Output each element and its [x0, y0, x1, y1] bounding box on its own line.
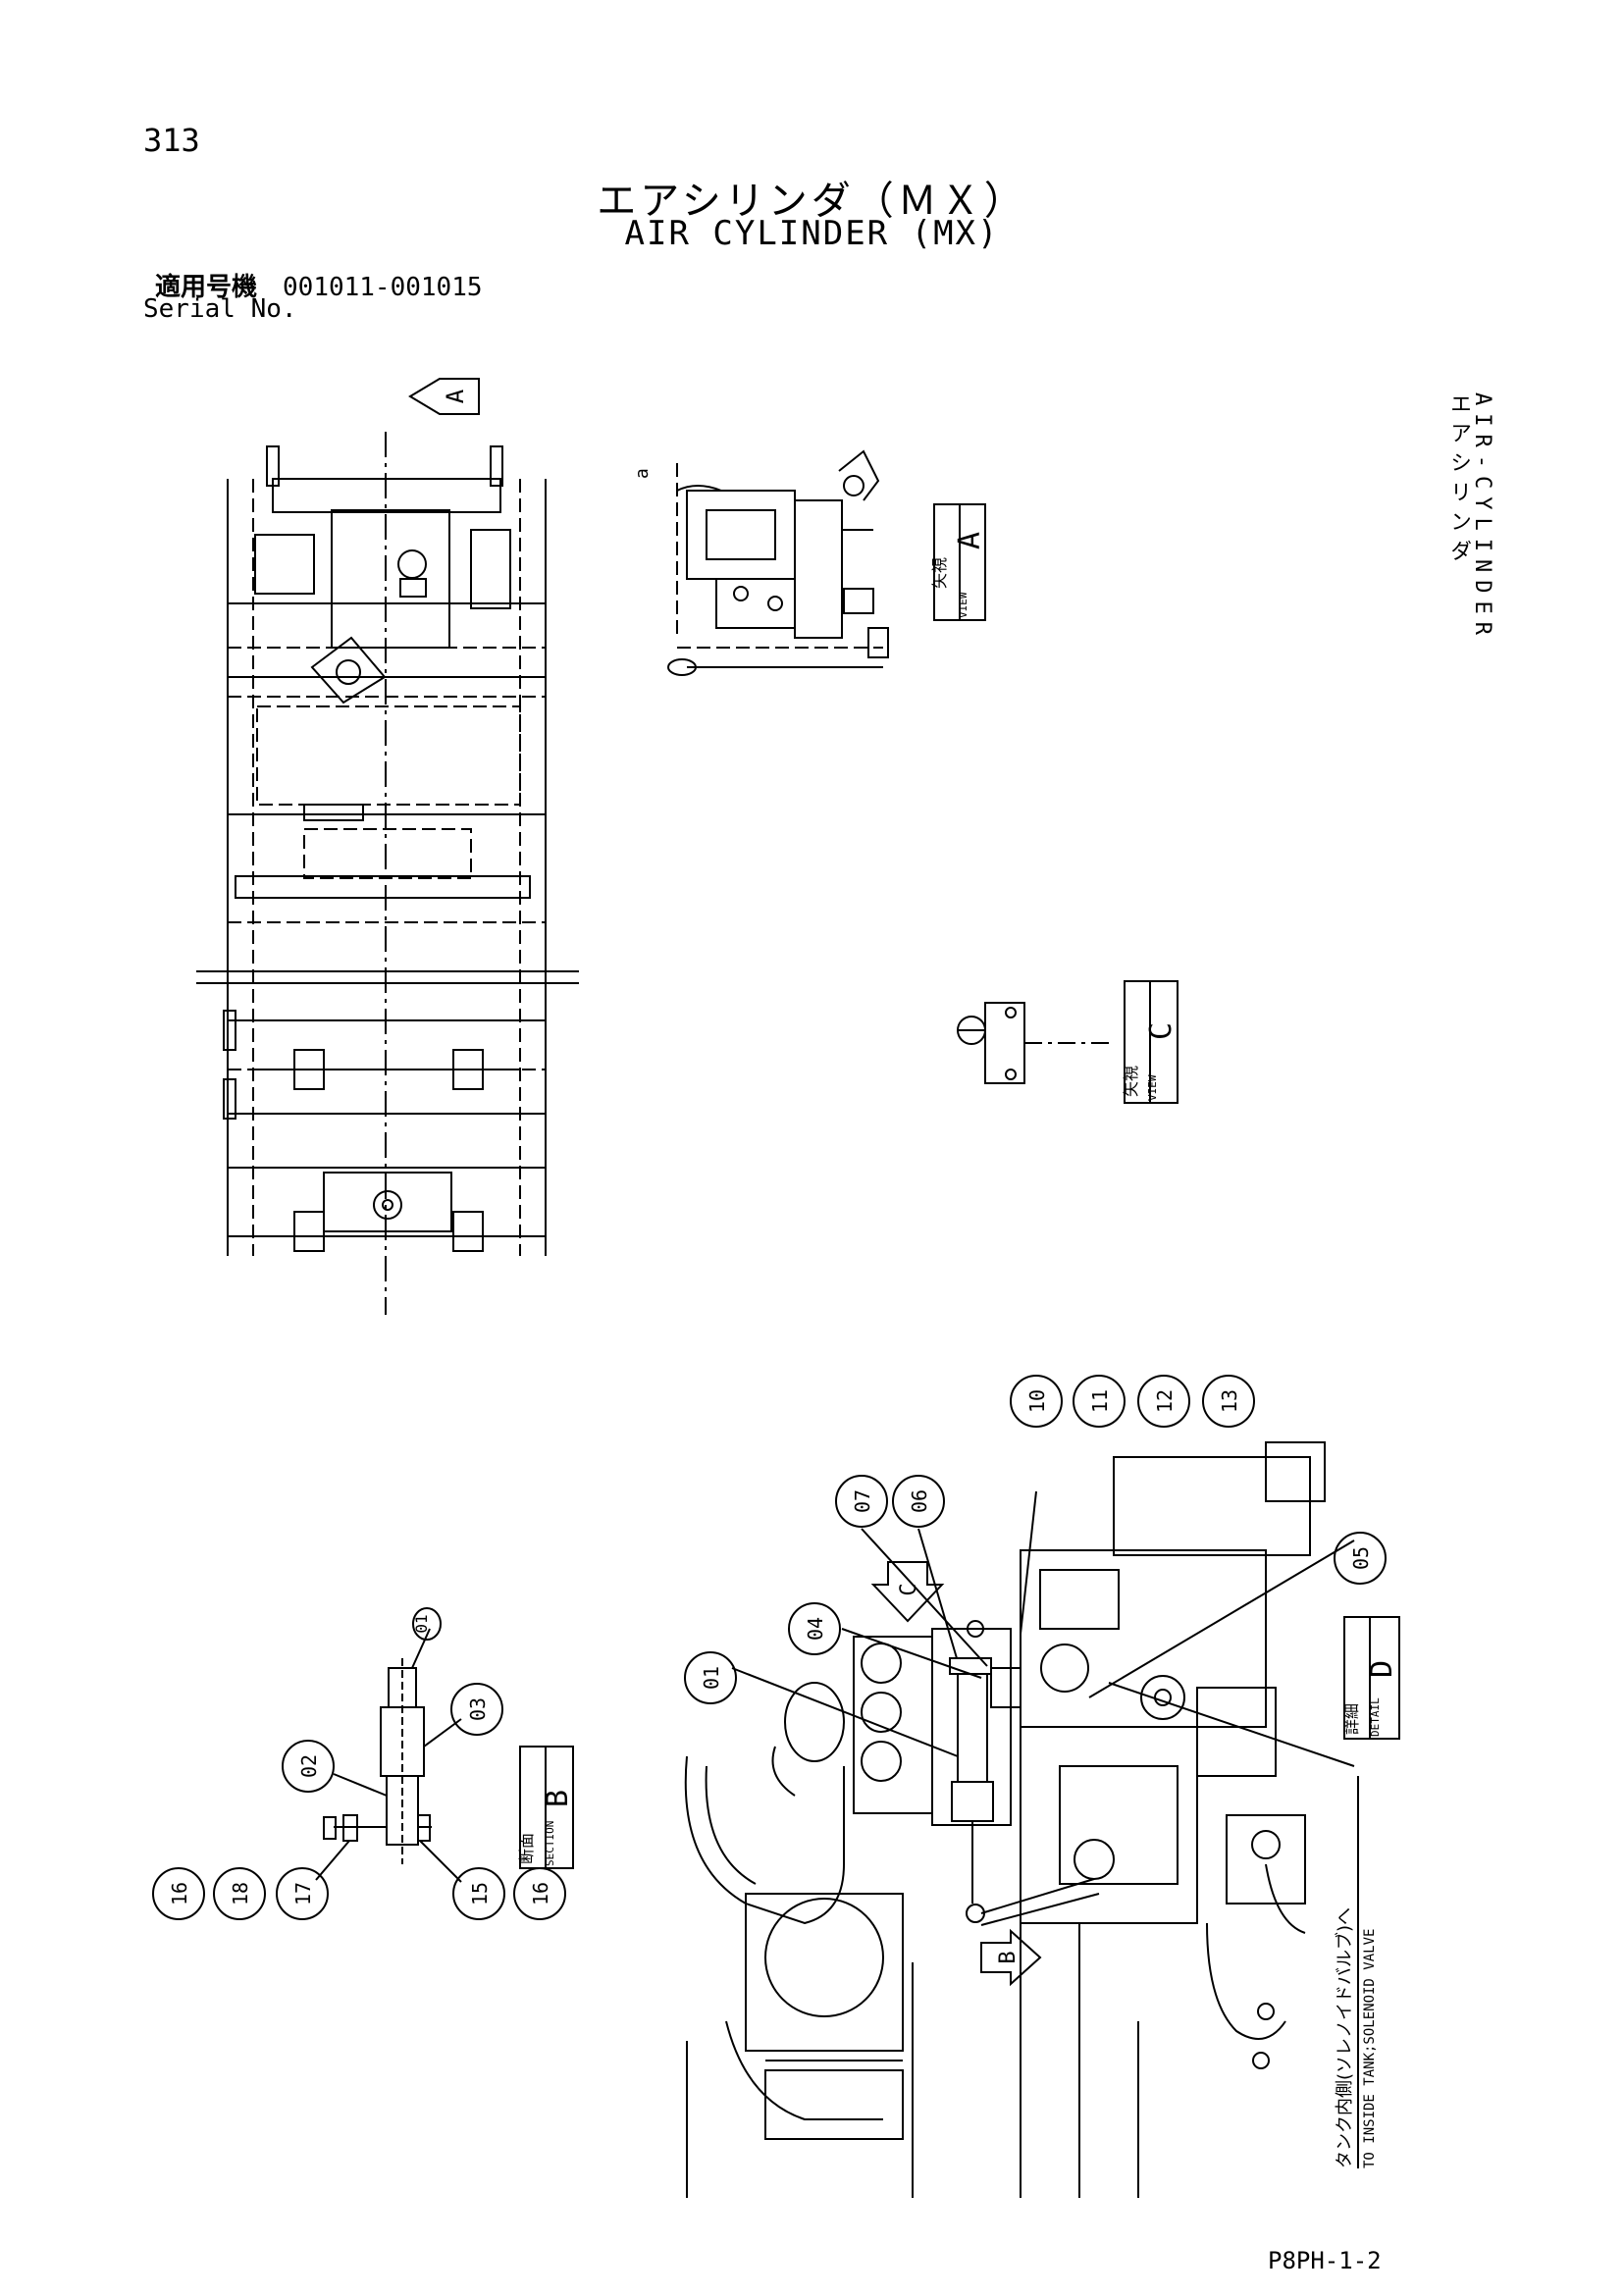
- view-c-jp: 矢視: [1122, 1066, 1140, 1097]
- detail-d-letter: D: [1365, 1660, 1399, 1678]
- section-callout-03: 03: [466, 1697, 490, 1721]
- small-mark-a: a: [632, 468, 653, 479]
- section-callout-16-b: 16: [529, 1882, 552, 1905]
- side-label-japanese: エアシリンダ: [1446, 392, 1471, 569]
- frame-plan-view: A: [196, 378, 579, 1315]
- view-a-label-box: 矢視 VIEW A: [930, 503, 987, 621]
- detail-callout-06: 06: [908, 1489, 931, 1513]
- section-b-label-box: 断面 SECTION B: [517, 1746, 575, 1869]
- view-c-label-box: 矢視 VIEW C: [1122, 980, 1179, 1104]
- section-callout-16-a: 16: [168, 1882, 191, 1905]
- view-arrow-a: A: [408, 378, 480, 415]
- detail-d-jp: 詳細: [1342, 1703, 1361, 1735]
- note-english: TO INSIDE TANK;SOLENOID VALVE: [1362, 1929, 1378, 2168]
- section-callout-18: 18: [229, 1882, 252, 1905]
- section-b-assembly-drawing: [315, 1628, 462, 1883]
- detail-callout-12: 12: [1153, 1389, 1177, 1413]
- section-callout-15: 15: [468, 1882, 492, 1905]
- side-label: エアシリンダ AIR-CYLINDER: [1441, 392, 1529, 687]
- page-title-japanese: エアシリンダ（ＭＸ）: [597, 179, 1027, 224]
- arrow-c-letter: C: [897, 1583, 921, 1595]
- section-b-jp: 断面: [517, 1833, 536, 1864]
- detail-callout-10: 10: [1025, 1389, 1049, 1413]
- detail-d-en: DETAIL: [1369, 1697, 1382, 1737]
- view-c-en: VIEW: [1146, 1074, 1159, 1101]
- arrow-b: B: [980, 1928, 1042, 1987]
- section-b-callouts: 01 03 02 16 18 17 15 16: [152, 1607, 566, 1920]
- section-callout-02: 02: [297, 1754, 321, 1778]
- detail-callout-04: 04: [804, 1617, 827, 1641]
- detail-callout-01: 01: [700, 1666, 723, 1690]
- section-b-letter: B: [541, 1790, 575, 1807]
- solenoid-valve-note: タンク内側(ソレノイドバルブ)へ TO INSIDE TANK;SOLENOID…: [1334, 1776, 1378, 2168]
- view-arrow-a-letter: A: [442, 389, 469, 403]
- view-a-en: VIEW: [957, 592, 969, 618]
- detail-d-engine-drawing: [684, 1441, 1355, 2198]
- page-number: 313: [143, 122, 200, 159]
- view-c-fitting-drawing: [957, 1002, 1109, 1084]
- serial-range-row: 適用号機 001011-001015: [155, 267, 483, 303]
- detail-callout-05: 05: [1349, 1546, 1373, 1570]
- side-label-english: AIR-CYLINDER: [1470, 392, 1494, 643]
- section-b-en: SECTION: [544, 1821, 556, 1866]
- arrow-b-letter: B: [996, 1951, 1021, 1963]
- detail-callout-11: 11: [1088, 1389, 1112, 1413]
- detail-callout-07: 07: [851, 1489, 874, 1513]
- view-a-letter: A: [953, 532, 987, 549]
- arrow-c: C: [870, 1561, 945, 1623]
- serial-label-english: Serial No.: [143, 294, 297, 324]
- detail-d-callouts: 10 11 12 13 07 06 05 04 01: [684, 1375, 1387, 1704]
- section-callout-17: 17: [291, 1882, 315, 1905]
- section-callout-01: 01: [412, 1614, 431, 1633]
- serial-range: 001011-001015: [283, 273, 483, 302]
- view-a-jp: 矢視: [930, 557, 949, 589]
- detail-callout-13: 13: [1218, 1389, 1241, 1413]
- serial-label-japanese: 適用号機: [155, 273, 258, 302]
- view-a-engine-drawing: a: [632, 449, 889, 676]
- page-title-english: AIR CYLINDER (MX): [624, 214, 1000, 253]
- view-c-letter: C: [1144, 1022, 1179, 1040]
- detail-d-label-box: 詳細 DETAIL D: [1342, 1616, 1400, 1740]
- note-japanese: タンク内側(ソレノイドバルブ)へ: [1334, 1907, 1355, 2168]
- footer-code: P8PH-1-2: [1268, 2247, 1382, 2274]
